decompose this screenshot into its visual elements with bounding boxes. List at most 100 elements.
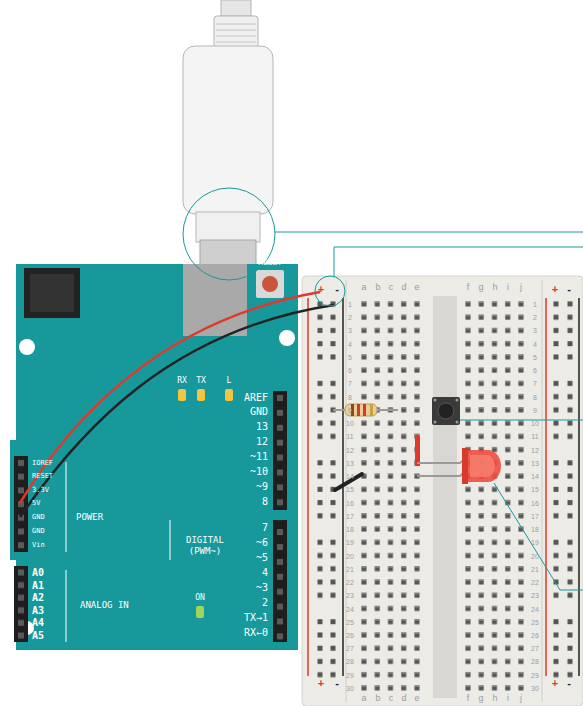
rail-sign: - (335, 678, 339, 689)
header-title: ANALOG IN (80, 601, 129, 610)
row-number: 17 (346, 512, 354, 519)
pin-label: A4 (32, 618, 44, 628)
header-title: DIGITAL (PWM~) (182, 535, 228, 557)
row-number: 26 (531, 632, 539, 639)
pin-label: 7 (262, 523, 268, 533)
row-number: 13 (531, 459, 539, 466)
row-number: 20 (346, 552, 354, 559)
rail-sign: + (552, 284, 558, 295)
row-number: 12 (531, 446, 539, 453)
column-letter: e (414, 283, 419, 292)
column-letter: b (375, 283, 380, 292)
row-number: 23 (531, 592, 539, 599)
pin-label: 4 (262, 568, 268, 578)
row-number: 11 (346, 433, 353, 440)
column-letter: h (492, 283, 497, 292)
row-number: 17 (531, 512, 539, 519)
pin-label: GND (250, 407, 268, 417)
row-number: 28 (531, 658, 539, 665)
pin-label: A1 (32, 581, 44, 591)
column-letter: g (478, 694, 483, 703)
row-number: 25 (346, 618, 354, 625)
breadboard (302, 276, 583, 706)
rail-sign: + (318, 678, 324, 689)
column-letter: b (375, 694, 380, 703)
row-number: 1 (348, 301, 352, 308)
row-number: 15 (346, 486, 354, 493)
row-number: 29 (531, 671, 539, 678)
jumper-wires (20, 292, 334, 517)
row-number: 26 (346, 632, 354, 639)
row-number: 19 (346, 539, 354, 546)
pin-label: ~5 (256, 553, 268, 563)
row-number: 20 (531, 552, 539, 559)
pin-label: 12 (256, 437, 268, 447)
column-letter: d (401, 283, 406, 292)
row-number: 3 (348, 327, 352, 334)
row-number: 1 (533, 301, 537, 308)
column-letter: j (520, 694, 522, 703)
pin-label: 2 (262, 598, 268, 608)
column-letter: f (467, 283, 470, 292)
pin-label: 3.3V (32, 487, 49, 494)
row-number: 15 (531, 486, 539, 493)
pin-label: 13 (256, 422, 268, 432)
rail-sign: + (552, 678, 558, 689)
row-number: 18 (346, 526, 354, 533)
usb-cable (183, 0, 273, 268)
row-number: 27 (531, 645, 539, 652)
row-number: 21 (346, 565, 354, 572)
row-number: 9 (533, 406, 537, 413)
components (333, 397, 501, 490)
pin-label: A2 (32, 593, 44, 603)
column-letter: g (478, 283, 483, 292)
pin-label: RESET (32, 473, 53, 480)
pin-label: 5V (32, 500, 40, 507)
pin-label: ~9 (256, 482, 268, 492)
row-number: 24 (346, 605, 354, 612)
pin-label: A5 (32, 631, 44, 641)
row-number: 6 (348, 367, 352, 374)
pin-label: 8 (262, 497, 268, 507)
column-letter: c (389, 283, 394, 292)
row-number: 5 (533, 353, 537, 360)
leader-lines (183, 188, 583, 590)
column-letter: j (520, 283, 522, 292)
row-number: 3 (533, 327, 537, 334)
row-number: 8 (533, 393, 537, 400)
row-number: 9 (348, 406, 352, 413)
row-number: 13 (346, 459, 354, 466)
column-letter: a (361, 694, 366, 703)
pin-label: RX←0 (244, 628, 268, 638)
pin-label: TX→1 (244, 613, 268, 623)
row-number: 23 (346, 592, 354, 599)
row-number: 22 (531, 579, 539, 586)
row-number: 7 (348, 380, 352, 387)
column-letter: f (467, 694, 470, 703)
column-letter: h (492, 694, 497, 703)
row-number: 22 (346, 579, 354, 586)
led-label: TX (196, 377, 206, 385)
pin-label: ~6 (256, 538, 268, 548)
led-label: RX (177, 377, 187, 385)
pin-label: ~10 (250, 467, 268, 477)
row-number: 27 (346, 645, 354, 652)
row-number: 28 (346, 658, 354, 665)
pin-label: ~11 (250, 452, 268, 462)
column-letter: d (401, 694, 406, 703)
column-letter: a (361, 283, 366, 292)
row-number: 14 (531, 473, 539, 480)
row-number: 4 (533, 340, 537, 347)
pin-label: AREF (244, 393, 268, 403)
row-number: 2 (533, 314, 537, 321)
led-label: L (227, 377, 232, 385)
column-letter: e (414, 694, 419, 703)
row-number: 25 (531, 618, 539, 625)
rail-sign: - (567, 678, 571, 689)
header-title: POWER (76, 513, 103, 522)
row-number: 4 (348, 340, 352, 347)
rail-sign: - (567, 284, 571, 295)
row-number: 16 (346, 499, 354, 506)
